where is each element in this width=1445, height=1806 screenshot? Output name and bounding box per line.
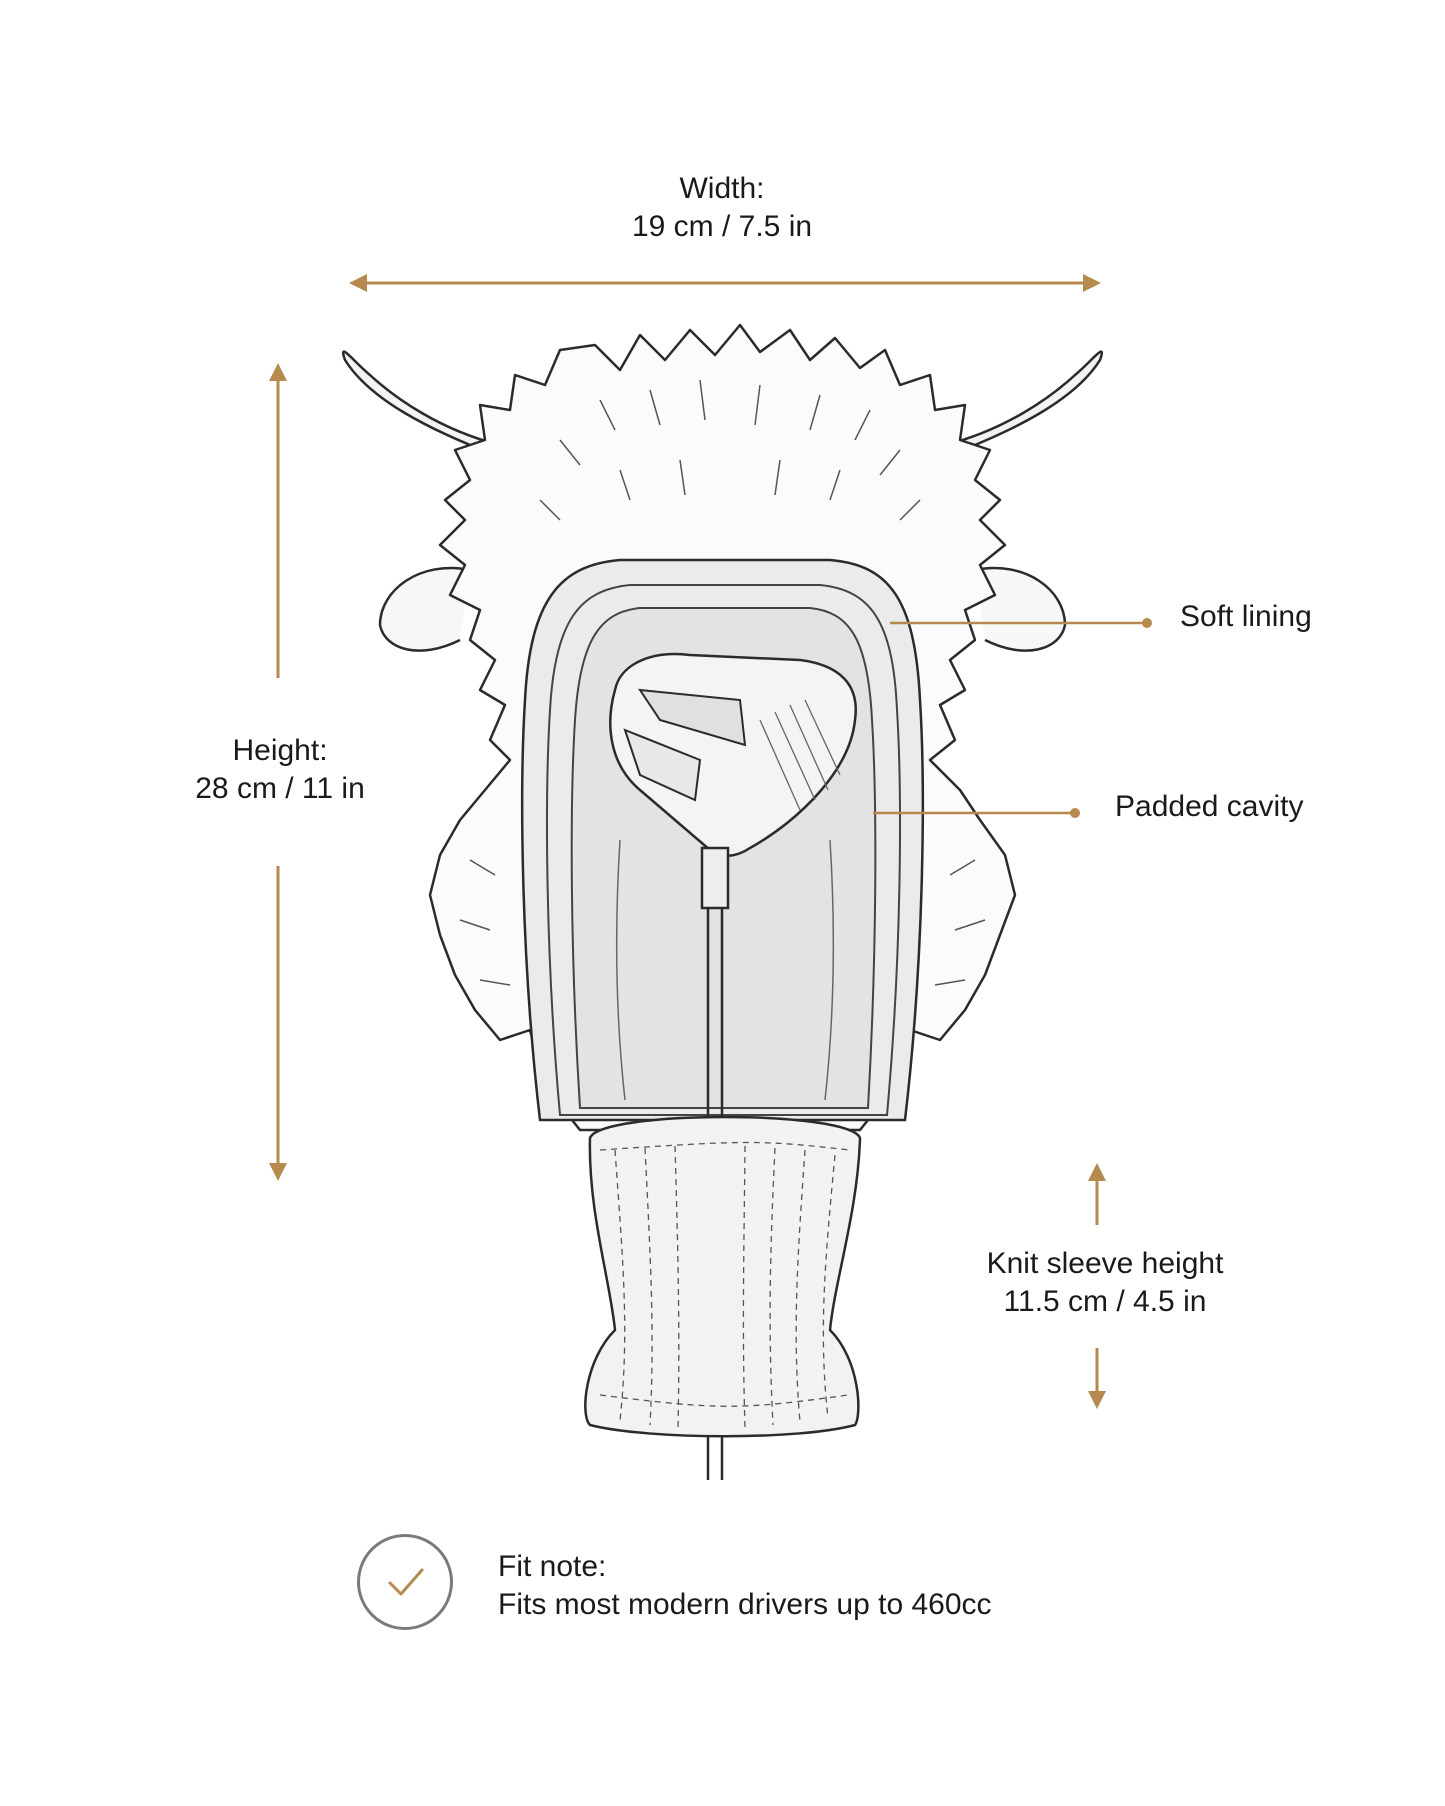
fur-strands <box>459 379 986 986</box>
soft-lining-label: Soft lining <box>1180 600 1312 633</box>
fit-check-badge <box>357 1534 453 1630</box>
fit-note: Fit note: Fits most modern drivers up to… <box>498 1548 992 1624</box>
width-title: Width: <box>679 172 765 205</box>
knit-sleeve <box>584 1115 862 1438</box>
knit-sleeve-stitches <box>599 1141 851 1429</box>
fit-note-text: Fits most modern drivers up to 460cc <box>498 1588 992 1621</box>
padded-cavity-leader-dot <box>1070 808 1080 818</box>
right-horn <box>943 350 1103 457</box>
soft-lining-leader-dot <box>1142 618 1152 628</box>
fit-note-title: Fit note: <box>498 1550 607 1583</box>
driver-face-grooves <box>759 699 841 811</box>
driver-hosel <box>700 846 730 910</box>
left-ear <box>378 566 471 652</box>
width-value: 19 cm / 7.5 in <box>631 210 813 243</box>
left-horn <box>342 350 502 457</box>
driver-sole-detail <box>623 728 702 802</box>
knit-sleeve-title: Knit sleeve height <box>986 1247 1224 1280</box>
width-label: Width: 19 cm / 7.5 in <box>522 170 922 246</box>
height-title: Height: <box>232 734 328 767</box>
check-icon <box>388 1568 424 1596</box>
cavity-contours <box>615 839 835 1101</box>
padded-cavity-label: Padded cavity <box>1115 790 1304 823</box>
knit-sleeve-value: 11.5 cm / 4.5 in <box>1003 1285 1207 1318</box>
lining-inner-outline <box>546 584 901 1116</box>
right-ear <box>974 566 1067 652</box>
height-value: 28 cm / 11 in <box>195 772 365 805</box>
knit-sleeve-label: Knit sleeve height 11.5 cm / 4.5 in <box>940 1245 1270 1321</box>
driver-crown-detail <box>637 688 747 747</box>
height-label: Height: 28 cm / 11 in <box>140 732 420 808</box>
